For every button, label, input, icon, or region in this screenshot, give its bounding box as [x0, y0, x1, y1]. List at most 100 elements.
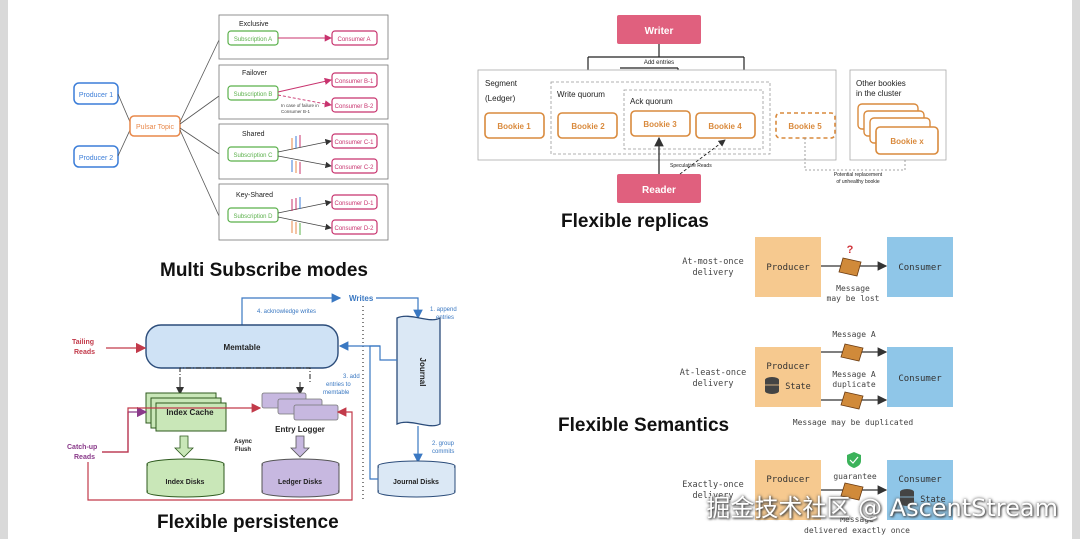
replacement-link [804, 138, 906, 171]
append-line1: 1. append [430, 307, 457, 313]
exactly-once-line1: Exactly-once [682, 480, 743, 490]
segment-label: Segment [485, 79, 518, 88]
topic-link-failover [179, 95, 220, 125]
append-arrow [410, 297, 423, 320]
journal-disk-link [369, 345, 380, 480]
bookie-1-box [484, 112, 545, 139]
replacement-line1: Potential replacement [834, 172, 883, 178]
group-line2: commits [432, 449, 454, 455]
consumer-b2-label: Consumer B-2 [335, 104, 374, 110]
at-least-once-consumer-label: Consumer [898, 374, 942, 384]
consumer-b1-label: Consumer B-1 [335, 79, 374, 85]
producer-1-label: Producer 1 [79, 92, 113, 99]
left-frame-bar [0, 0, 8, 539]
persistence-diagram: Writes 1. append entries 4. acknowledge … [67, 293, 457, 501]
consumer-c1-label: Consumer C-1 [334, 140, 374, 146]
topic-link-exclusive [179, 39, 220, 123]
consumer-c2-label: Consumer C-2 [334, 165, 374, 171]
index-disks [146, 458, 225, 498]
producer-1-link [117, 93, 131, 123]
at-least-once-msg-top: Message A [832, 330, 876, 339]
at-most-once-consumer-label: Consumer [898, 263, 942, 273]
consumer-c1-box [331, 133, 378, 149]
consumer-d2-label: Consumer D-2 [334, 226, 374, 232]
subscription-c-box [227, 146, 279, 162]
shared-flow-1 [277, 139, 332, 153]
producer-2-box [73, 145, 119, 168]
ack-quorum-box [623, 89, 764, 150]
consumer-c2-box [331, 158, 378, 174]
entry-logger-page-3 [293, 404, 339, 421]
exactly-once-state-db-icon [900, 489, 914, 506]
ack-arrow [241, 293, 342, 326]
memtable-label: Memtable [224, 343, 261, 352]
bookie-x-label: Bookie x [890, 137, 924, 146]
subscription-b-label: Subscription B [234, 92, 273, 98]
speculative-read-arrow [679, 139, 726, 175]
ledger-label: (Ledger) [485, 94, 516, 103]
async-line1: Async [234, 439, 253, 445]
ledger-disks-label: Ledger Disks [278, 479, 322, 486]
flexible-persistence-caption: Flexible persistence [157, 512, 339, 533]
bookie-1-label: Bookie 1 [497, 122, 531, 131]
tailing-line1: Tailing [72, 339, 94, 346]
bookie-3-box [630, 110, 691, 137]
at-most-once-consumer-box [887, 237, 953, 297]
catchup-return-arrow [87, 407, 353, 501]
subscription-d-label: Subscription D [233, 214, 273, 220]
failover-mode-label: Failover [242, 70, 268, 77]
add-line3: memtable [323, 390, 350, 396]
at-least-once-consumer-box [887, 347, 953, 407]
exactly-once-guarantee-label: guarantee [833, 472, 877, 481]
exactly-once-shield-icon [847, 452, 861, 468]
semantics-diagram: At-most-once delivery Producer ? Message… [680, 237, 953, 535]
bookie-x-box [875, 126, 939, 155]
at-most-once-question-mark: ? [847, 244, 854, 256]
at-least-once-state-db-icon [765, 377, 779, 394]
other-bookies-line1: Other bookies [856, 79, 906, 88]
bookie-4-label: Bookie 4 [708, 122, 742, 131]
pulsar-topic-box [129, 115, 181, 137]
at-least-once-state-label: State [785, 382, 811, 392]
at-most-once-envelope-icon [838, 257, 862, 277]
append-line2: entries [436, 315, 454, 321]
exactly-once-producer-box [755, 460, 821, 520]
reader-label: Reader [642, 185, 676, 196]
shared-mode-label: Shared [242, 131, 265, 138]
flush-bracket [179, 367, 311, 382]
at-least-once-msg-mid-line1: Message A [832, 370, 876, 379]
catchup-line1: Catch-up [67, 444, 97, 451]
shared-flow-2 [277, 155, 332, 169]
exactly-once-line2: delivery [693, 491, 734, 501]
entry-logger-label: Entry Logger [275, 425, 325, 434]
failover-note-line2: Consumer B-1 [281, 109, 311, 114]
consumer-a-label: Consumer A [337, 37, 370, 43]
consumer-b2-box [331, 97, 378, 113]
right-frame-bar [1072, 0, 1080, 539]
writes-label: Writes [349, 294, 374, 303]
speculative-reads-label: Speculative Reads [670, 163, 712, 169]
keyshared-message-marks [291, 197, 301, 235]
logger-flush-arrow [290, 435, 310, 458]
replicas-diagram: Writer Add entries Segment (Ledger) Writ… [477, 15, 947, 203]
journal-disks [377, 460, 456, 498]
write-quorum-box [550, 81, 771, 155]
watermark: 掘金技术社区 @ AscentStream [706, 494, 1058, 522]
group-line1: 2. group [432, 441, 455, 447]
at-least-once-producer-box [755, 347, 821, 407]
producer-1-box [73, 82, 119, 105]
exactly-once-consumer-label: Consumer [898, 475, 942, 485]
at-most-once-producer-label: Producer [766, 263, 810, 273]
keyshared-mode-label: Key-Shared [236, 192, 273, 199]
flexible-semantics-caption: Flexible Semantics [558, 415, 730, 436]
ack-writes-label: 4. acknowledge writes [257, 309, 316, 315]
at-most-once-line2: delivery [693, 268, 734, 278]
reader-box [617, 174, 701, 203]
exclusive-mode-label: Exclusive [239, 21, 269, 28]
at-most-once-line1: At-most-once [682, 257, 743, 267]
exactly-once-state-label: State [920, 495, 946, 505]
producer-2-link [117, 129, 131, 157]
catchup-line2: Reads [74, 454, 95, 461]
subscription-c-label: Subscription C [233, 153, 273, 159]
